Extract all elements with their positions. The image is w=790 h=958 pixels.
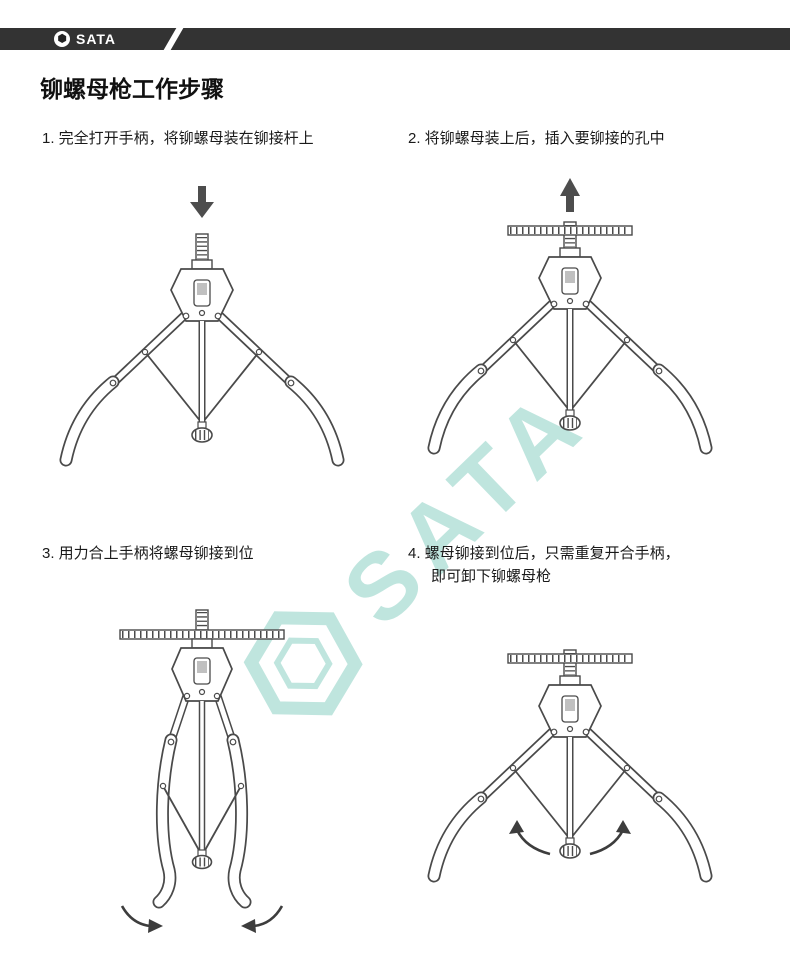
illustration-step-2	[420, 178, 720, 476]
rivet-nut-gun-closed-icon	[119, 609, 285, 909]
motion-arrow-open-right-icon	[589, 820, 631, 856]
motion-arrow-open-left-icon	[509, 820, 551, 856]
motion-arrow-inward-left-icon	[120, 905, 163, 933]
step-1-label: 1. 完全打开手柄，将铆螺母装在铆接杆上	[42, 130, 314, 147]
illustration-step-3	[119, 609, 285, 933]
rivet-nut-gun-open-icon	[434, 650, 706, 876]
step-4-label: 4. 螺母铆接到位后，只需重复开合手柄， 即可卸下铆螺母枪	[408, 545, 680, 586]
illustration-step-4	[420, 640, 720, 896]
workpiece-plate	[119, 629, 285, 640]
rivet-nut-gun-open-icon	[66, 234, 338, 460]
brand: ⬢ SATA	[54, 31, 116, 47]
step-2-label: 2. 将铆螺母装上后，插入要铆接的孔中	[408, 130, 665, 147]
step-3-label: 3. 用力合上手柄将螺母铆接到位	[42, 545, 254, 562]
motion-arrow-inward-right-icon	[241, 905, 284, 933]
header-slash-decoration	[162, 26, 185, 52]
brand-name: SATA	[76, 31, 117, 47]
arrow-down-icon	[190, 186, 214, 218]
arrow-up-icon	[560, 178, 580, 212]
workpiece-plate	[507, 653, 633, 664]
rivet-nut-gun-open-icon	[434, 222, 706, 448]
illustration-step-1	[52, 186, 352, 476]
header-bar	[0, 26, 790, 52]
sata-logo-icon: ⬢	[54, 31, 70, 47]
workpiece-plate	[507, 225, 633, 236]
page-title: 铆螺母枪工作步骤	[40, 76, 224, 102]
